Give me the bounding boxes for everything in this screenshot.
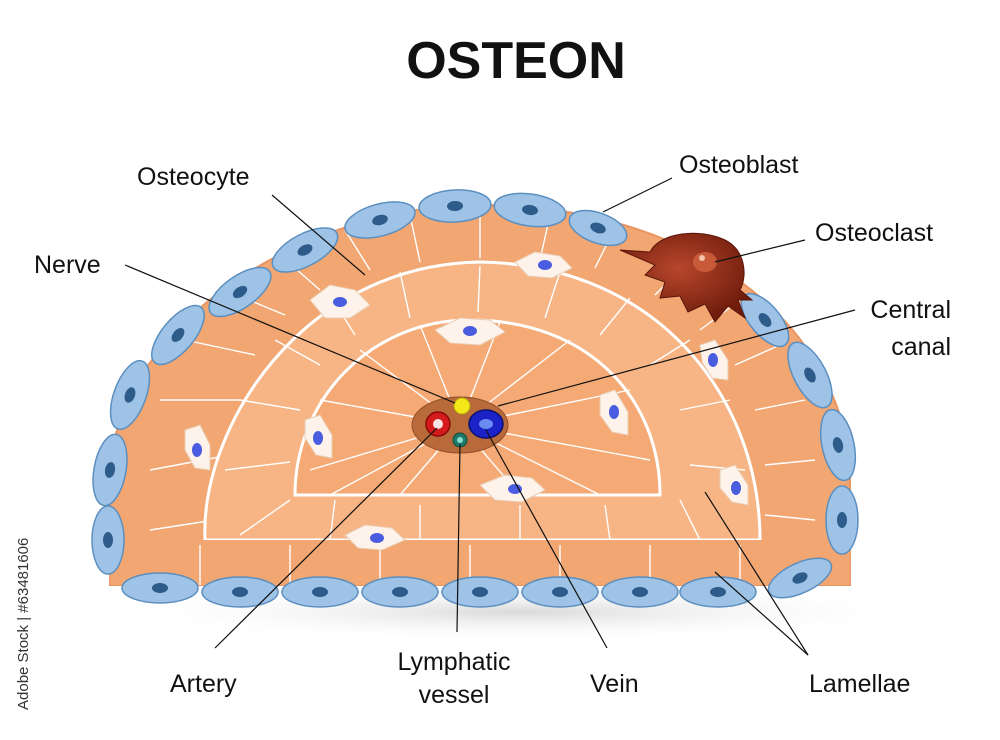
- label-lymphatic-line2: vessel: [419, 681, 490, 709]
- label-osteocyte: Osteocyte: [137, 163, 250, 191]
- vein-vessel: [468, 409, 504, 439]
- osteocyte-cell: [514, 251, 573, 279]
- osteocyte-cell: [184, 424, 211, 471]
- nerve-fiber: [453, 397, 471, 415]
- osteocyte-cell: [434, 317, 506, 346]
- leader-lines: [124, 177, 856, 656]
- label-lymphatic-line1: Lymphatic: [397, 648, 510, 676]
- label-vein: Vein: [590, 670, 639, 698]
- label-osteoblast: Osteoblast: [679, 151, 799, 179]
- diagram-title: OSTEON: [406, 32, 626, 90]
- osteocyte-cell: [309, 284, 371, 319]
- lining-cells: [91, 189, 859, 608]
- osteocyte-cell: [479, 474, 546, 503]
- label-osteoclast: Osteoclast: [815, 219, 933, 247]
- label-artery: Artery: [170, 670, 237, 698]
- label-central-canal-line1: Central: [870, 296, 951, 324]
- osteocyte-cell: [344, 524, 406, 551]
- label-nerve: Nerve: [34, 251, 101, 279]
- label-central-canal-line2: canal: [891, 333, 951, 361]
- label-lamellae: Lamellae: [809, 670, 910, 698]
- osteoclast-cell: [619, 232, 754, 323]
- artery-vessel: [425, 411, 451, 437]
- osteocyte-cell: [599, 389, 629, 436]
- middle-lamella-cells: [224, 265, 746, 541]
- osteocyte-cell: [304, 414, 333, 459]
- osteocyte-cell: [719, 464, 749, 506]
- stock-id-text: Adobe Stock | #63481606: [15, 538, 32, 710]
- central-canal: [411, 396, 509, 454]
- osteocytes: [184, 251, 749, 551]
